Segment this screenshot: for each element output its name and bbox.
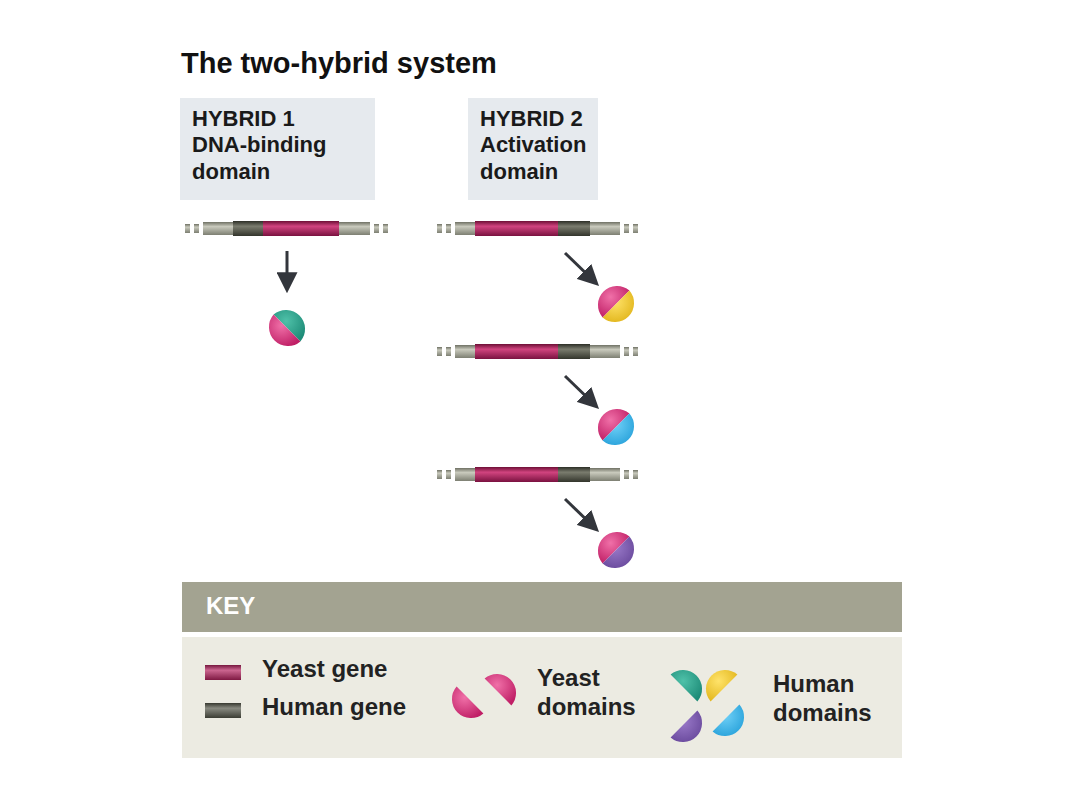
diagram-title: The two-hybrid system	[181, 47, 497, 80]
expression-arrow	[286, 251, 289, 289]
hybrid-protein	[598, 286, 634, 322]
expression-arrow	[565, 253, 596, 283]
gene-bar	[437, 344, 638, 359]
box-heading: HYBRID 2	[480, 106, 586, 132]
box-heading: KEY	[206, 592, 878, 621]
box-heading: HYBRID 1	[192, 106, 363, 132]
expression-arrow	[565, 499, 596, 529]
legend-swatch	[205, 703, 241, 718]
hybrid-protein	[269, 310, 305, 346]
box-text: DNA-binding domain	[192, 132, 363, 185]
legend-text: Yeast domains	[537, 664, 655, 722]
hybrid-protein	[598, 532, 634, 568]
hybrid-protein	[598, 409, 634, 445]
gene-bar	[437, 221, 638, 236]
legend-text: Human gene	[262, 693, 432, 722]
gene-bar	[185, 221, 388, 236]
legend-text: Yeast gene	[262, 655, 432, 684]
label-box: HYBRID 2Activation domain	[468, 98, 598, 200]
human-domain-shape	[671, 670, 744, 742]
label-box: HYBRID 1DNA-binding domain	[180, 98, 375, 200]
yeast-domain-shape	[452, 674, 516, 718]
box-text: Activation domain	[480, 132, 586, 185]
expression-arrow	[565, 376, 596, 406]
gene-bar	[437, 467, 638, 482]
key-panel	[182, 637, 902, 758]
legend-swatch	[205, 665, 241, 680]
key-header: KEY	[182, 582, 902, 632]
legend-text: Human domains	[773, 670, 891, 728]
